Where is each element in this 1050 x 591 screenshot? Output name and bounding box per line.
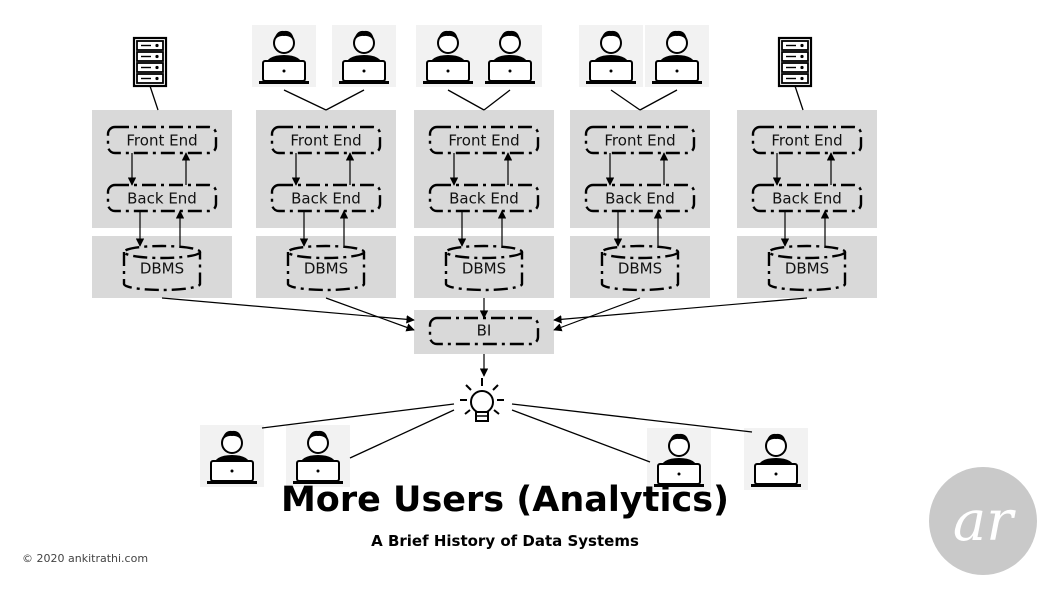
front-end-label-4: Front End (604, 132, 675, 150)
db-to-bi-arrow-5 (553, 297, 808, 324)
dbms-cylinder-4 (600, 244, 680, 292)
user-link-3-1 (447, 89, 485, 111)
copyright-notice: © 2020 ankitrathi.com (22, 552, 149, 565)
back-end-label-1: Back End (127, 190, 197, 208)
db-to-bi-arrow-4 (553, 297, 641, 332)
db-to-bi-arrow-2 (325, 297, 415, 332)
brand-logo: ar (929, 467, 1037, 575)
dbms-cylinder-2 (286, 244, 366, 292)
user-laptop-icon (252, 25, 316, 87)
app-panel-3 (414, 110, 554, 228)
dbms-label-1: DBMS (140, 260, 184, 278)
user-laptop-icon (478, 25, 542, 87)
front-end-box-1 (106, 125, 218, 155)
front-end-label-5: Front End (771, 132, 842, 150)
back-end-box-3 (428, 183, 540, 213)
app-panel-1 (92, 110, 232, 228)
user-laptop-icon (332, 25, 396, 87)
lightbulb-icon (460, 378, 504, 422)
user-link-2-1 (283, 89, 327, 111)
back-end-box-2 (270, 183, 382, 213)
back-end-box-5 (751, 183, 863, 213)
front-end-box-5 (751, 125, 863, 155)
page-title: More Users (Analytics) (280, 480, 730, 520)
user-laptop-icon (200, 425, 264, 487)
insight-link-2 (349, 409, 455, 459)
user-laptop-icon (645, 25, 709, 87)
dbms-label-2: DBMS (304, 260, 348, 278)
back-end-box-1 (106, 183, 218, 213)
bi-label: BI (477, 322, 492, 340)
back-end-label-3: Back End (449, 190, 519, 208)
dbms-cylinder-1 (122, 244, 202, 292)
user-laptop-icon (647, 428, 711, 490)
user-link-4-2 (639, 89, 678, 111)
front-end-box-4 (584, 125, 696, 155)
front-end-box-2 (270, 125, 382, 155)
app-panel-2 (256, 110, 396, 228)
user-laptop-icon (744, 428, 808, 490)
front-end-label-1: Front End (126, 132, 197, 150)
back-end-label-4: Back End (605, 190, 675, 208)
server-link-1 (149, 85, 159, 111)
insight-link-1 (261, 403, 455, 429)
server-icon (777, 36, 813, 88)
back-end-box-4 (584, 183, 696, 213)
back-end-label-5: Back End (772, 190, 842, 208)
insight-link-4 (511, 409, 651, 463)
server-link-5 (794, 85, 804, 111)
insight-link-3 (511, 403, 753, 433)
user-laptop-icon (416, 25, 480, 87)
dbms-cylinder-3 (444, 244, 524, 292)
dbms-cylinder-5 (767, 244, 847, 292)
front-end-label-2: Front End (290, 132, 361, 150)
user-link-2-2 (325, 89, 365, 111)
back-end-label-2: Back End (291, 190, 361, 208)
db-to-bi-arrow-1 (161, 297, 415, 324)
front-end-label-3: Front End (448, 132, 519, 150)
server-icon (132, 36, 168, 88)
dbms-label-3: DBMS (462, 260, 506, 278)
page-subtitle: A Brief History of Data Systems (371, 532, 639, 550)
user-link-4-1 (610, 89, 641, 111)
app-panel-4 (570, 110, 710, 228)
front-end-box-3 (428, 125, 540, 155)
user-link-3-2 (483, 89, 511, 111)
dbms-label-4: DBMS (618, 260, 662, 278)
app-panel-5 (737, 110, 877, 228)
user-laptop-icon (286, 425, 350, 487)
user-laptop-icon (579, 25, 643, 87)
dbms-label-5: DBMS (785, 260, 829, 278)
